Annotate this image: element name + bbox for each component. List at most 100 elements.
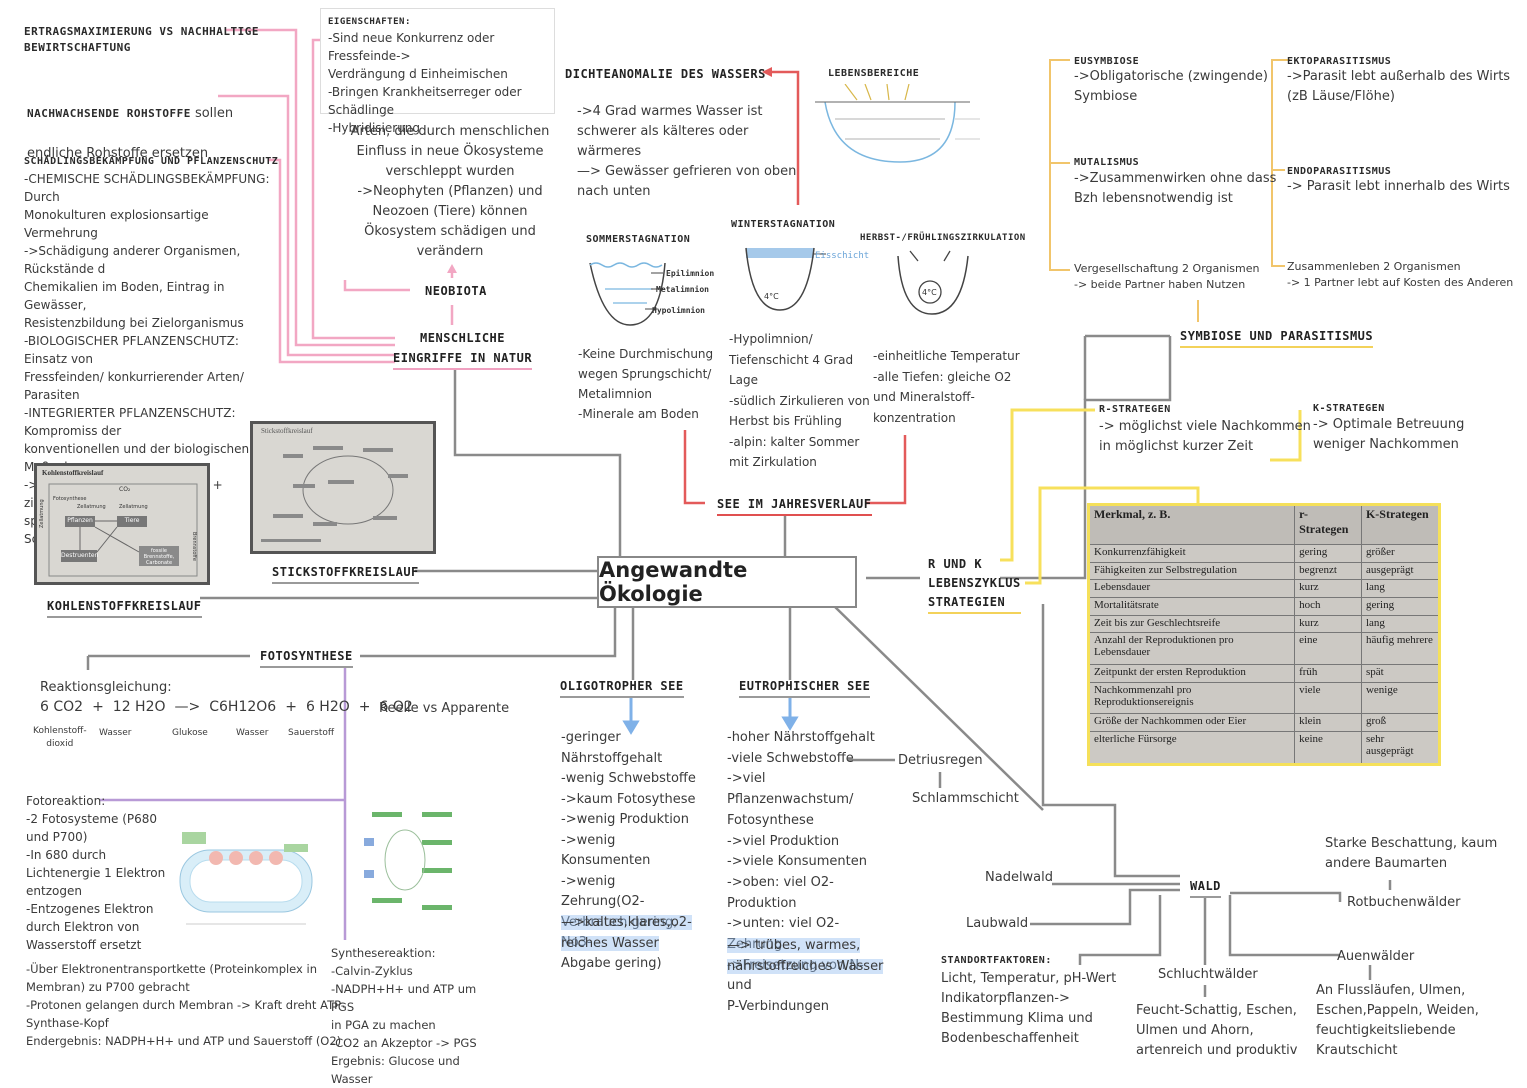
k-strategen-heading: K-STRATEGEN — [1313, 403, 1385, 414]
ektoparasit-heading: EKTOPARASITISMUS — [1287, 56, 1392, 67]
sommer-diagram — [589, 262, 666, 326]
stickstoff-label: STICKSTOFFKREISLAUF — [272, 562, 419, 584]
eq-h2o-2: 6 H2O — [305, 699, 350, 715]
kohlen-label-co2: CO₂ — [119, 486, 131, 493]
table-cell: lang — [1360, 579, 1441, 598]
table-cell: elterliche Fürsorge — [1087, 730, 1296, 766]
eigenschaften-heading: EIGENSCHAFTEN: — [328, 17, 411, 27]
lebensbereiche-heading: LEBENSBEREICHE — [828, 68, 920, 79]
rotbuchenwaelder: Rotbuchenwälder — [1347, 895, 1461, 910]
auenwaelder: Auenwälder — [1337, 949, 1415, 964]
rk-table-header: K-Strategen — [1360, 504, 1441, 545]
schluchtwaelder: Schluchtwälder — [1158, 967, 1258, 982]
synthese-diagram — [364, 812, 452, 910]
kohlenstoff-photo: Kohlenstoffkreislauf Pflanzen Tiere Dest… — [34, 463, 210, 585]
table-row: Anzahl der Reproduktionen pro Lebensdaue… — [1087, 632, 1441, 665]
fotoreaktion-diagram — [179, 832, 313, 925]
rk-table-header: r-Strategen — [1294, 504, 1362, 545]
fotoreaktion-text: Fotoreaktion: -2 Fotosysteme (P680 und P… — [26, 794, 166, 952]
schluchtwaelder-text: Feucht-Schattig, Eschen, Ulmen und Ahorn… — [1136, 1003, 1298, 1058]
table-cell: wenige — [1360, 681, 1441, 715]
schaedling-heading: SCHÄDLINGSBEKÄMPFUNG UND PFLANZENSCHUTZ — [24, 156, 279, 167]
eigenschaften-text: -Sind neue Konkurrenz oder Fressfeinde->… — [328, 31, 522, 135]
dichte-heading: DICHTEANOMALIE DES WASSERS — [565, 67, 766, 81]
nadelwald: Nadelwald — [985, 870, 1054, 885]
endoparasit-text: -> Parasit lebt innerhalb des Wirts — [1287, 179, 1510, 194]
nachwachsend-line2: endliche Rohstoffe ersetzen — [27, 146, 209, 161]
table-cell: Fähigkeiten zur Selbstregulation — [1087, 561, 1296, 581]
sommer-label-epi: Epilimnion — [666, 269, 715, 278]
table-cell: ausgeprägt — [1360, 561, 1441, 581]
stickstoff-photo-graphic — [261, 446, 408, 542]
herbst-diagram — [897, 250, 969, 315]
nachwachsend-heading: NACHWACHSENDE ROHSTOFFE — [27, 107, 191, 120]
kohlen-box-tiere: Tiere — [124, 517, 140, 524]
ertrag-heading: ERTRAGSMAXIMIERUNG VS NACHHALTIGE BEWIRT… — [24, 25, 260, 54]
eigenschaften-box — [320, 8, 555, 114]
table-cell: begrenzt — [1294, 561, 1362, 581]
kohlenstoff-label: KOHLENSTOFFKREISLAUF — [47, 596, 202, 618]
vergesellschaftung-text: Vergesellschaftung 2 Organismen -> beide… — [1074, 262, 1260, 291]
table-cell: kurz — [1294, 614, 1362, 634]
rotbuche-desc: Starke Beschattung, kaum andere Baumarte… — [1325, 836, 1498, 871]
table-cell: viele — [1294, 681, 1362, 715]
kohlen-box-fossil: fossile Brennstoffe, Carbonate — [143, 548, 175, 566]
table-cell: gering — [1360, 596, 1441, 616]
winter-temp: 4°C — [764, 292, 779, 301]
kohlen-photo-title: Kohlenstoffkreislauf — [42, 469, 104, 477]
eq-plus-2: + — [285, 699, 297, 715]
kohlen-photo-graphic — [48, 483, 198, 577]
neobiota-label: NEOBIOTA — [425, 284, 487, 298]
auenwaelder-text: An Flussläufen, Ulmen, Eschen,Pappeln, W… — [1316, 983, 1479, 1058]
zusammenleben-text: Zusammenleben 2 Organismen -> 1 Partner … — [1287, 260, 1514, 289]
eq-h2o: 12 H2O — [112, 699, 166, 715]
eq-label-co2: Kohlenstoff- dioxid — [33, 726, 87, 749]
standortfaktoren-text: Licht, Temperatur, pH-Wert Indikatorpfla… — [941, 971, 1117, 1046]
table-cell: lang — [1360, 614, 1441, 634]
table-cell: eine — [1294, 632, 1362, 665]
table-cell: klein — [1294, 713, 1362, 732]
oligo-text: -geringer Nährstoffgehalt -wenig Schwebs… — [561, 730, 696, 971]
mutalismus-heading: MUTALISMUS — [1074, 157, 1140, 168]
see-jahr-label: SEE IM JAHRESVERLAUF — [717, 494, 872, 516]
table-cell: Zeit bis zur Geschlechtsreife — [1087, 614, 1296, 634]
eusymbiose-heading: EUSYMBIOSE — [1074, 56, 1140, 67]
table-cell: sehr ausgeprägt — [1360, 730, 1441, 766]
nachwachsend-text: NACHWACHSENDE ROHSTOFFE sollen endliche … — [27, 84, 233, 164]
table-row: Nachkommenzahl pro Reproduktionsereignis… — [1087, 681, 1441, 715]
r-strategen-heading: R-STRATEGEN — [1099, 404, 1171, 415]
eq-o2: 6 O2 — [379, 699, 413, 715]
table-cell: Nachkommenzahl pro Reproduktionsereignis — [1087, 681, 1296, 715]
herbst-text: -einheitliche Temperatur -alle Tiefen: g… — [873, 349, 1020, 425]
dichte-text: ->4 Grad warmes Wasser ist schwerer als … — [577, 104, 797, 199]
sommer-heading: SOMMERSTAGNATION — [586, 234, 691, 245]
eq-label-glukose: Glukose — [172, 728, 208, 738]
table-cell: Zeitpunkt der ersten Reproduktion — [1087, 663, 1296, 683]
eq-plus-1: + — [92, 699, 104, 715]
rk-table-header: Merkmal, z. B. — [1087, 504, 1296, 545]
kohlen-box-destruenten: Destruenten — [61, 552, 99, 559]
oligo-highlight-text: —>kaltes,klares,o2- reiches Wasser — [561, 915, 692, 951]
sommer-label-meta: Metalimnion — [656, 285, 709, 294]
eutro-highlight-text: —> trübes, warmes, nährstoffreiches Wass… — [727, 938, 884, 974]
eusymbiose-text: ->Obligatorische (zwingende) Symbiose — [1074, 69, 1268, 104]
center-title: Angewandte Ökologie — [597, 556, 857, 608]
ektoparasit-text: ->Parasit lebt außerhalb des Wirts (zB L… — [1287, 69, 1511, 104]
laubwald: Laubwald — [966, 916, 1029, 931]
eq-co2: 6 CO2 — [40, 699, 84, 715]
table-cell: früh — [1294, 663, 1362, 683]
herbst-heading: HERBST-/FRÜHLINGSZIRKULATION — [860, 233, 1026, 243]
winter-ice-label: Eisschicht — [815, 251, 870, 261]
table-cell: größer — [1360, 544, 1441, 563]
oligo-highlight: —>kaltes,klares,o2- reiches Wasser — [561, 913, 692, 954]
wald-label: WALD — [1190, 876, 1221, 898]
eq-plus-3: + — [358, 699, 371, 715]
